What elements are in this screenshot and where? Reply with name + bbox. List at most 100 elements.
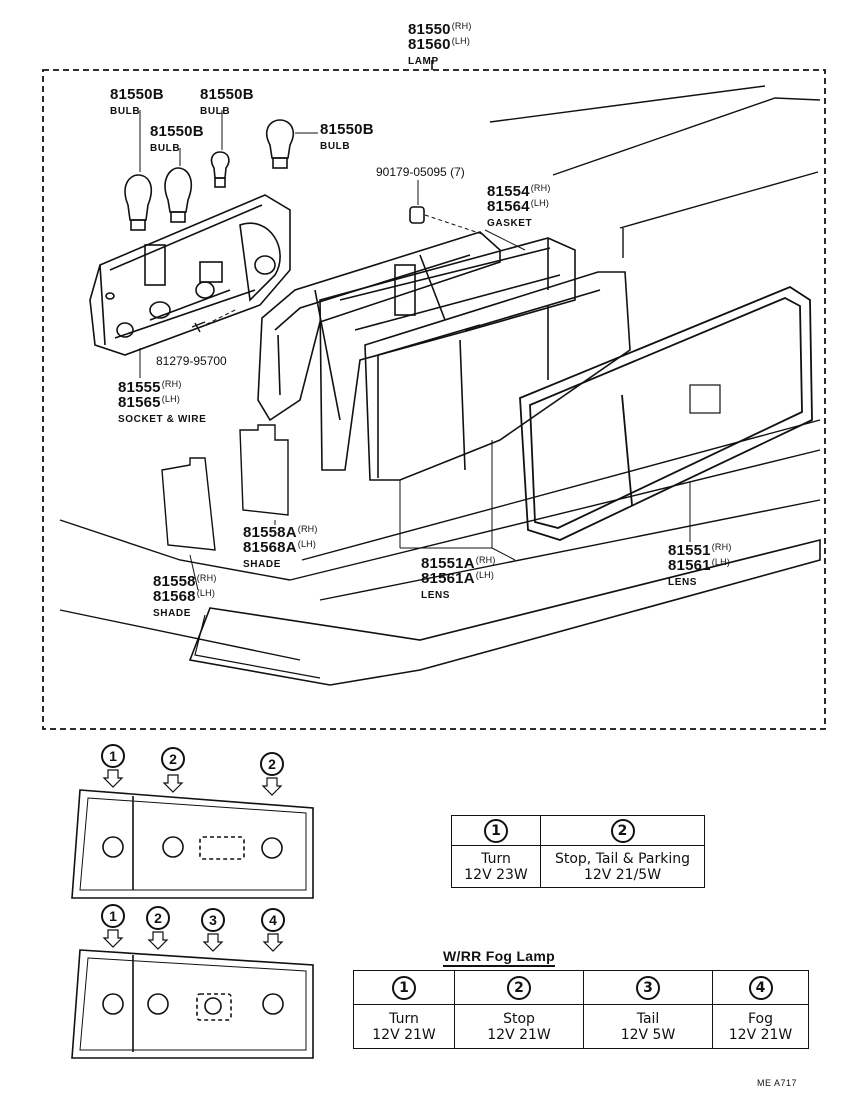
lh-tag: (LH) [196, 588, 216, 598]
bumper-strip [188, 538, 821, 686]
gasket-pn-lh: 81564 [487, 198, 530, 215]
bulb-rating: 12V 21/5W [583, 866, 662, 883]
bulb-drawings [124, 119, 295, 231]
gasket-desc: GASKET [487, 218, 533, 229]
fog-lamp-title: W/RR Fog Lamp [443, 948, 555, 967]
gasket-label: 81554(RH) 81564(LH) GASKET [487, 184, 551, 229]
position-number: 2 [610, 818, 635, 843]
gasket-drawing [257, 231, 501, 422]
lamp-label: 81550(RH) 81560(LH) LAMP [408, 22, 472, 67]
table-head-cell: 4 [712, 970, 809, 1005]
position-number: 4 [748, 975, 773, 1000]
shade-label: 81558(RH) 81568(LH) SHADE [153, 574, 217, 619]
lh-tag: (LH) [451, 36, 471, 46]
table-head-cell: 3 [583, 970, 713, 1005]
screw-drawing [409, 206, 425, 224]
gasket-pn-rh: 81554 [487, 183, 530, 200]
table-head-cell: 1 [353, 970, 455, 1005]
lh-tag: (LH) [475, 570, 495, 580]
rh-tag: (RH) [530, 183, 551, 193]
lens-a-pn-lh: 81561A [421, 570, 475, 587]
bulb-function: Fog [747, 1010, 773, 1027]
bulb-desc: BULB [200, 106, 231, 117]
socket-pn-lh: 81565 [118, 394, 161, 411]
lamp-pn-rh: 81550 [408, 21, 451, 38]
lh-tag: (LH) [530, 198, 550, 208]
bulb-position-marker: 1 [101, 744, 125, 768]
table-head-cell: 2 [454, 970, 584, 1005]
bulb-label-3: 81550B BULB [150, 124, 204, 154]
bulb-layout-diagram-2 [71, 929, 314, 1059]
bulb-function: Stop [503, 1010, 535, 1027]
shade-a-pn-rh: 81558A [243, 524, 297, 541]
lens-desc: LENS [668, 577, 698, 588]
lens-a-pn-rh: 81551A [421, 555, 475, 572]
socket-label: 81555(RH) 81565(LH) SOCKET & WIRE [118, 380, 206, 425]
drawing-reference-code: ME A717 [757, 1078, 798, 1088]
socket-pn-rh: 81555 [118, 379, 161, 396]
shade-pn-lh: 81568 [153, 588, 196, 605]
bulb-position-marker: 1 [101, 904, 125, 928]
lamp-housing-drawing [319, 237, 576, 471]
bulb-position-marker: 2 [260, 752, 284, 776]
shade-a-desc: SHADE [243, 559, 282, 570]
bulb-function: Stop, Tail & Parking [554, 850, 691, 867]
table-head-cell: 2 [540, 815, 705, 846]
lens-pn-lh: 81561 [668, 557, 711, 574]
bulb-label-2: 81550B BULB [200, 87, 254, 117]
bulb-position-marker: 2 [161, 747, 185, 771]
shade-a-pn-lh: 81568A [243, 539, 297, 556]
lens-a-desc: LENS [421, 590, 451, 601]
bulb-desc: BULB [320, 141, 351, 152]
bolt-pn: 81279-95700 [156, 354, 227, 368]
lamp-assembly-boundary [42, 69, 826, 730]
shade-drawing [161, 457, 216, 551]
bulb-position-marker: 4 [261, 908, 285, 932]
bulb-rating: 12V 21W [487, 1026, 551, 1043]
rh-tag: (RH) [451, 21, 472, 31]
lens-label: 81551(RH) 81561(LH) LENS [668, 543, 732, 588]
outer-lens-drawing [519, 285, 813, 541]
bulb-desc: BULB [110, 106, 141, 117]
bulb-rating: 12V 21W [728, 1026, 793, 1043]
lamp-desc: LAMP [408, 56, 439, 67]
bulb-pn: 81550B [150, 123, 204, 140]
rh-tag: (RH) [711, 542, 732, 552]
position-number: 3 [636, 975, 660, 1000]
shade-desc: SHADE [153, 608, 192, 619]
bulb-rating: 12V 5W [620, 1026, 676, 1043]
lens-pn-rh: 81551 [668, 542, 711, 559]
position-number: 1 [392, 975, 416, 1000]
lh-tag: (LH) [161, 394, 181, 404]
shade-pn-rh: 81558 [153, 573, 196, 590]
table-header-row: 1 2 3 4 [353, 970, 809, 1005]
bulb-desc: BULB [150, 143, 181, 154]
vehicle-body-lines [59, 85, 821, 661]
socket-desc: SOCKET & WIRE [118, 414, 207, 425]
rh-tag: (RH) [196, 573, 217, 583]
position-number: 1 [484, 818, 508, 843]
bulb-function: Turn [481, 850, 511, 867]
bulb-position-marker: 3 [201, 908, 225, 932]
shade-a-label: 81558A(RH) 81568A(LH) SHADE [243, 525, 318, 570]
socket-housing [89, 194, 291, 356]
bolt-label: 81279-95700 [156, 355, 227, 367]
screw-label: 90179-05095 (7) [376, 166, 465, 178]
bulb-pn: 81550B [200, 86, 254, 103]
lamp-pn-lh: 81560 [408, 36, 451, 53]
lh-tag: (LH) [297, 539, 317, 549]
